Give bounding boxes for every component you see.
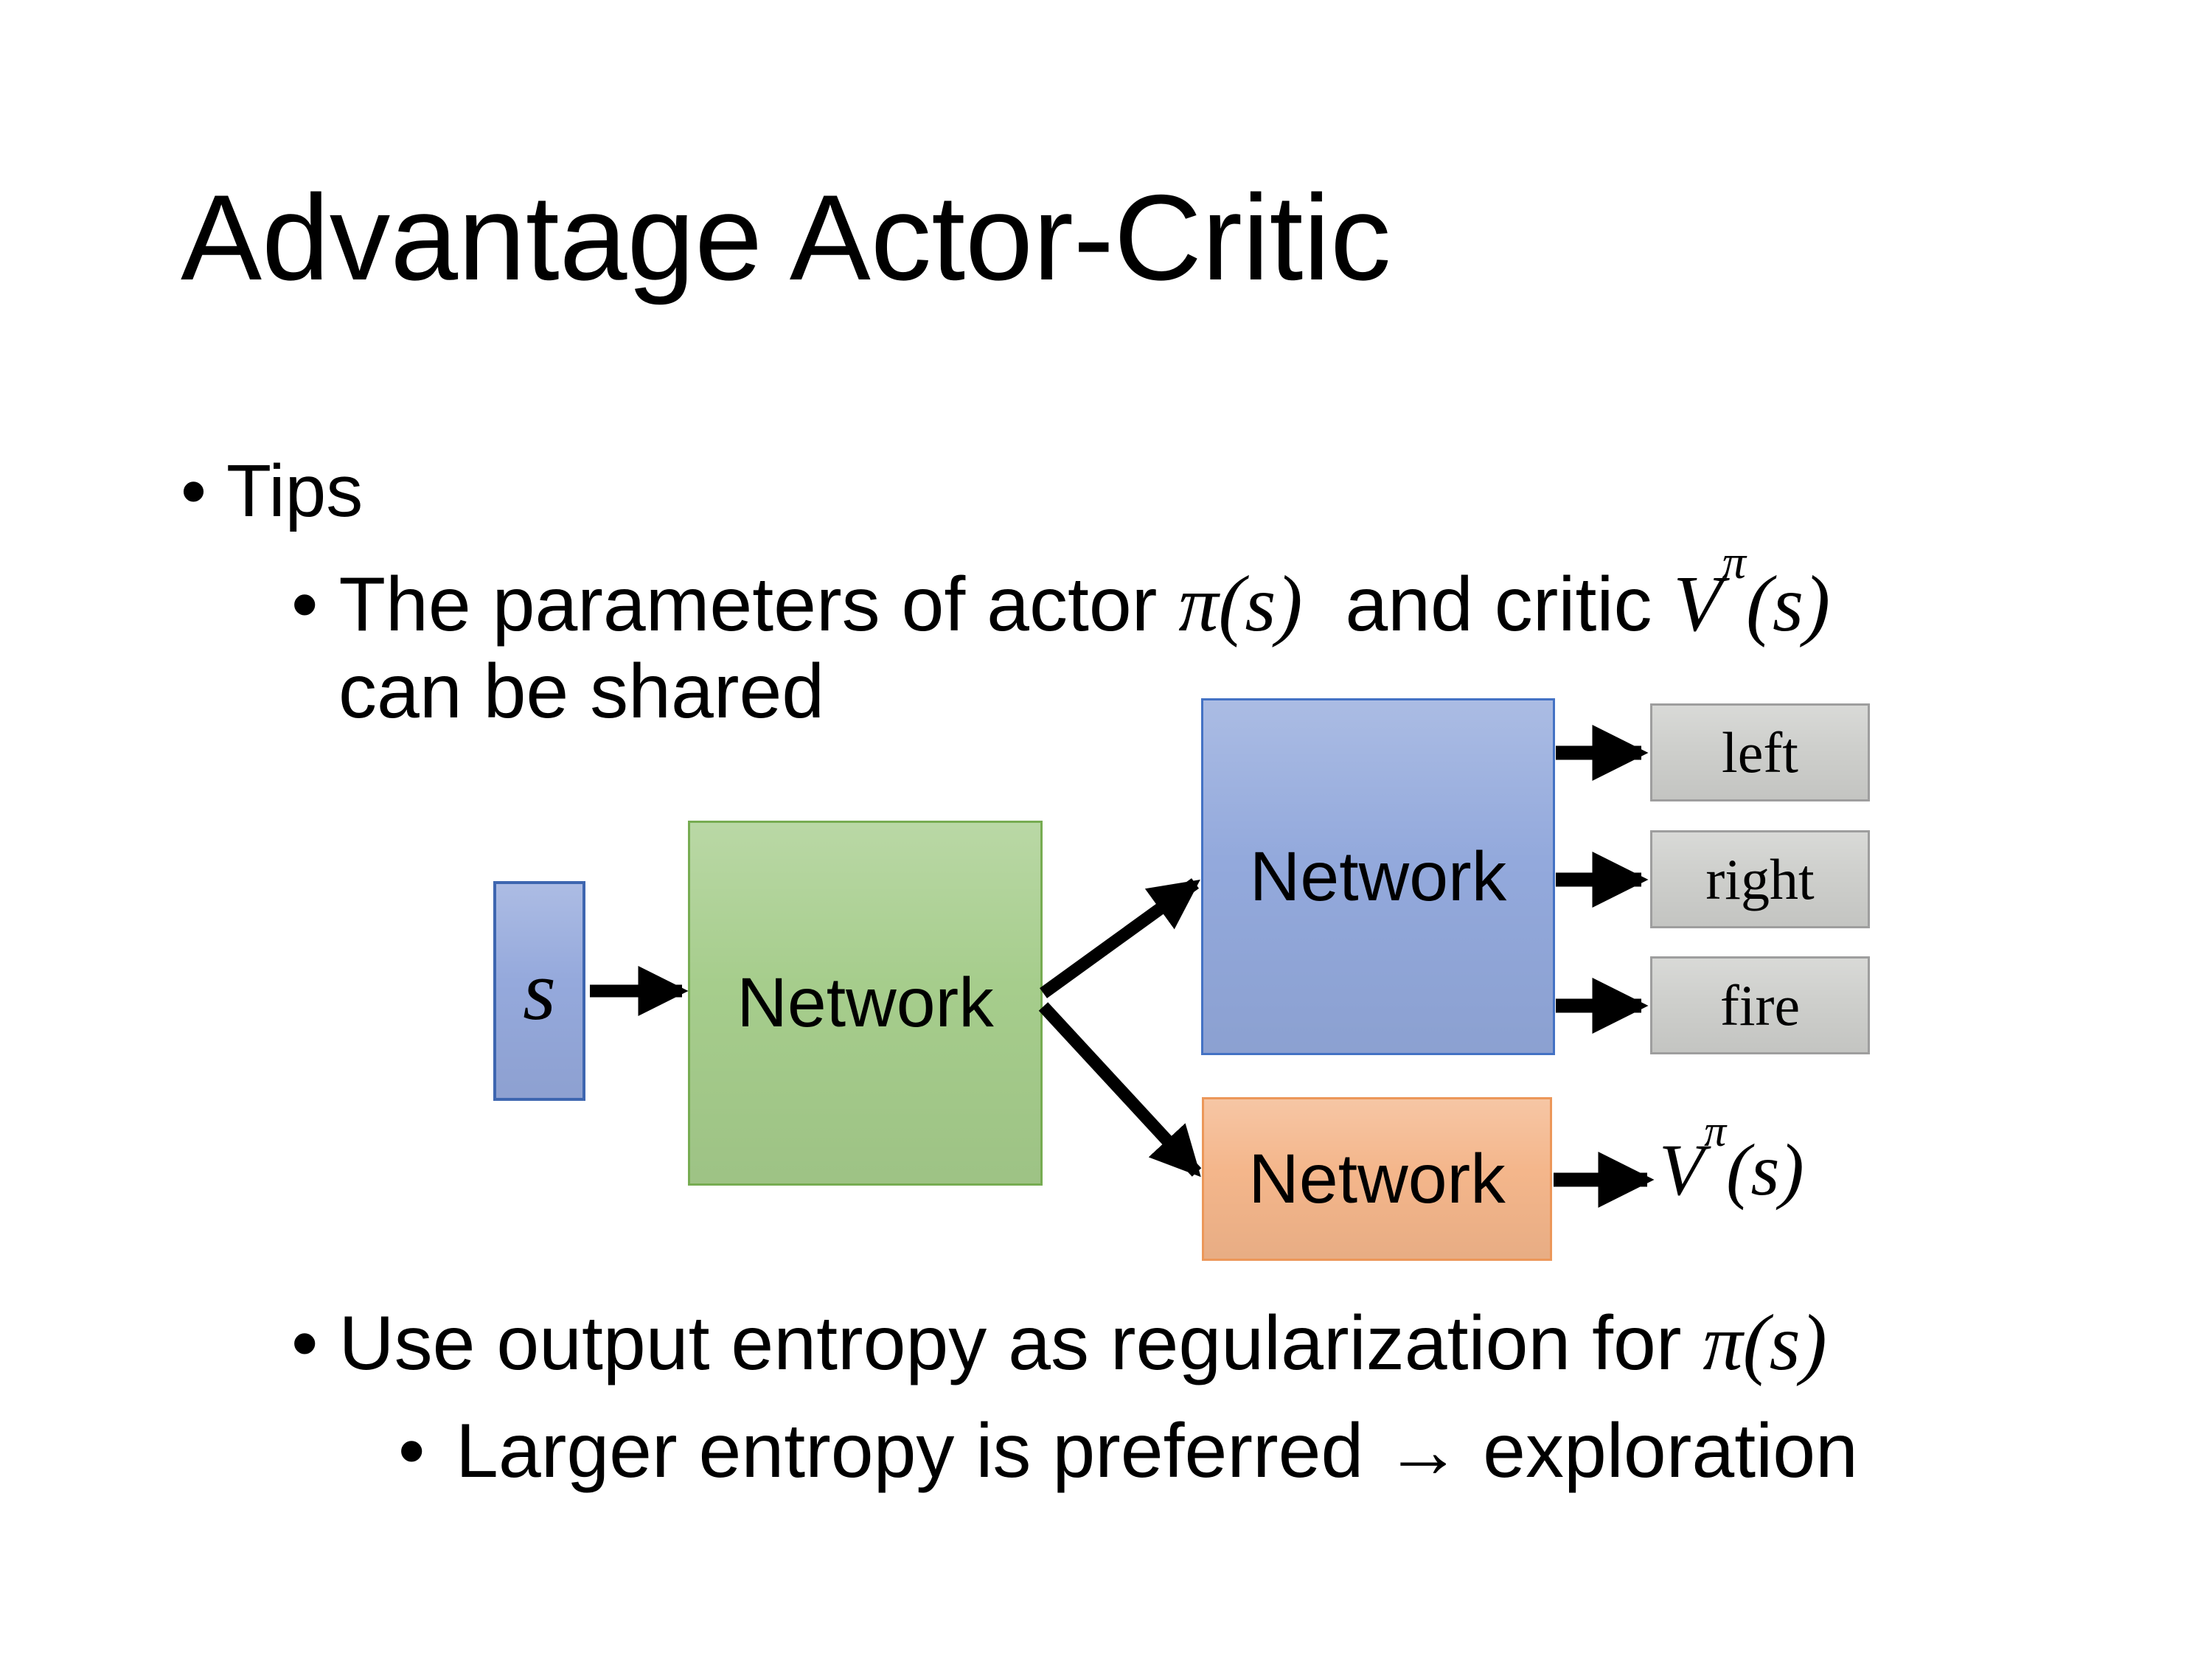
bullet-dot: • (291, 1301, 319, 1386)
value-symbol: V (1673, 560, 1722, 648)
action-label-fire: fire (1719, 973, 1801, 1037)
bullet-exploration: •Larger entropy is preferred → explorati… (398, 1413, 1858, 1489)
action-box-right: right (1650, 830, 1870, 928)
shared-params-mid-text: and critic (1302, 562, 1674, 647)
exploration-text: Larger entropy is preferred → exploratio… (456, 1408, 1858, 1494)
value-argument: (s) (1726, 1129, 1804, 1211)
bullet-shared-params-line1: •The parameters of actor π(s) and critic… (291, 539, 1830, 647)
bullet-shared-params-line2: can be shared (338, 653, 824, 730)
state-input-box: s (493, 881, 585, 1101)
arrow-shared-to-critic (1038, 1002, 1202, 1178)
shared-network-label: Network (737, 964, 994, 1042)
critic-value-output: Vπ(s) (1659, 1109, 1804, 1207)
shared-network-box: Network (688, 821, 1043, 1186)
tips-label: Tips (226, 450, 364, 532)
slide-title: Advantage Actor-Critic (181, 170, 1391, 305)
value-argument: (s) (1745, 560, 1831, 648)
shared-params-text: The parameters of actor (338, 562, 1179, 647)
shared-params-text-line2: can be shared (338, 649, 825, 734)
value-superscript: π (1704, 1107, 1727, 1156)
actor-network-box: Network (1201, 698, 1555, 1055)
actor-policy-math: π(s) (1178, 560, 1303, 648)
action-label-left: left (1722, 720, 1798, 785)
action-box-left: left (1650, 703, 1870, 801)
action-label-right: right (1705, 846, 1815, 911)
bullet-entropy: •Use output entropy as regularization fo… (291, 1301, 1827, 1386)
policy-math: π(s) (1703, 1299, 1827, 1387)
bullet-dot: • (181, 450, 207, 532)
entropy-text: Use output entropy as regularization for (338, 1301, 1703, 1386)
bullet-dot: • (398, 1408, 425, 1494)
bullet-dot: • (291, 562, 319, 647)
value-superscript: π (1722, 536, 1746, 590)
arrow-shared-to-actor (1040, 878, 1200, 998)
actor-network-label: Network (1249, 837, 1507, 916)
value-symbol: V (1659, 1129, 1705, 1211)
action-box-fire: fire (1650, 956, 1870, 1054)
critic-network-box: Network (1202, 1097, 1552, 1261)
state-label: s (523, 944, 556, 1037)
critic-network-label: Network (1248, 1139, 1506, 1218)
bullet-tips: •Tips (181, 454, 363, 528)
critic-value-math: Vπ(s) (1673, 539, 1831, 648)
